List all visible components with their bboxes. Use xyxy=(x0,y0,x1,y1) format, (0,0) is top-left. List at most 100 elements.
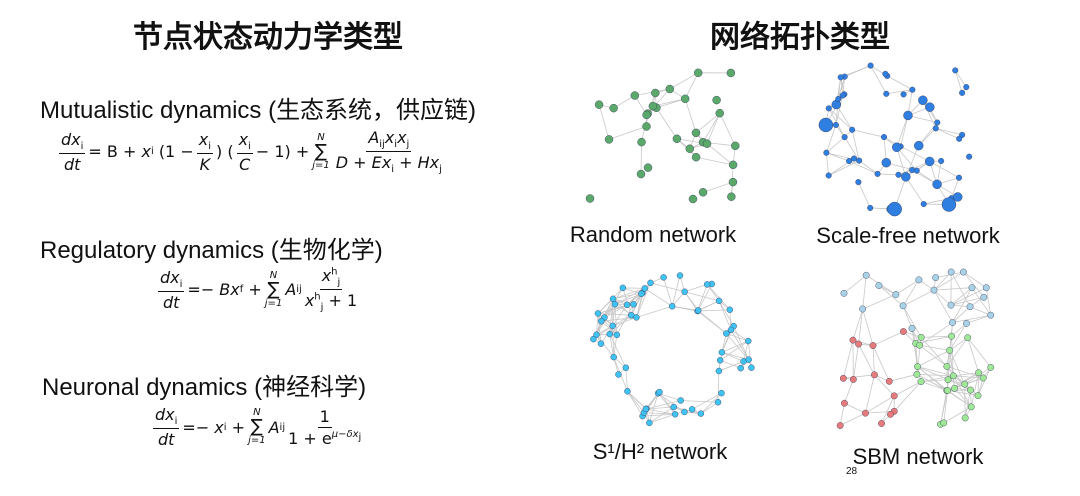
network-edge xyxy=(649,413,676,424)
network-edge xyxy=(967,337,979,373)
network-edge xyxy=(835,104,853,130)
network-node xyxy=(702,139,712,148)
network-edge xyxy=(949,350,966,385)
network-edge xyxy=(616,304,634,336)
s1h2-network-graph xyxy=(590,272,755,427)
network-edge xyxy=(893,381,922,412)
network-edge xyxy=(597,313,632,316)
network-edge xyxy=(916,374,948,391)
network-node xyxy=(585,194,595,203)
network-node xyxy=(900,91,907,98)
network-edge xyxy=(702,181,734,193)
network-node xyxy=(672,134,682,143)
network-edge xyxy=(954,388,972,408)
network-edge xyxy=(825,152,830,176)
network-node xyxy=(887,410,894,418)
network-edge xyxy=(721,333,727,353)
network-node xyxy=(938,157,945,164)
network-edge xyxy=(881,395,895,424)
network-edge xyxy=(612,292,643,300)
network-node xyxy=(846,158,853,165)
network-node xyxy=(974,392,982,399)
network-node xyxy=(728,177,738,187)
network-node xyxy=(671,411,679,418)
network-edge xyxy=(645,400,681,410)
network-node xyxy=(594,310,602,317)
network-node xyxy=(832,121,839,128)
network-edge xyxy=(919,344,948,367)
network-node xyxy=(850,155,857,162)
network-edge xyxy=(878,285,904,307)
network-edge xyxy=(940,390,948,425)
network-edge xyxy=(894,381,922,397)
network-edge xyxy=(896,115,909,148)
network-edge xyxy=(954,70,967,88)
network-node xyxy=(966,303,974,311)
network-node xyxy=(963,84,970,91)
network-node xyxy=(615,371,622,378)
network-edge xyxy=(719,340,749,361)
network-edge xyxy=(672,305,699,311)
network-node xyxy=(669,303,676,310)
network-edge xyxy=(642,413,676,417)
network-node xyxy=(727,192,736,201)
network-node xyxy=(899,302,907,310)
network-edge xyxy=(900,115,909,147)
network-node xyxy=(849,336,857,344)
network-node xyxy=(952,67,959,74)
regulatory-label: Regulatory dynamics (生物化学) xyxy=(40,237,383,264)
network-edge xyxy=(954,70,963,93)
network-node xyxy=(636,169,646,179)
network-edge xyxy=(612,298,634,305)
network-node xyxy=(693,68,703,78)
network-edge xyxy=(852,343,859,380)
network-edge xyxy=(684,284,708,293)
network-edge xyxy=(902,305,922,338)
network-node xyxy=(932,179,942,190)
network-edge xyxy=(656,107,678,139)
network-edge xyxy=(852,308,864,341)
network-edge xyxy=(636,282,651,318)
network-edge xyxy=(622,287,642,295)
network-node xyxy=(718,349,726,356)
network-edge xyxy=(663,277,673,307)
network-edge xyxy=(706,284,731,311)
network-node xyxy=(925,102,935,112)
network-node xyxy=(728,160,738,170)
network-node xyxy=(839,374,847,382)
network-node xyxy=(895,171,902,178)
network-node xyxy=(849,376,857,383)
network-edge xyxy=(684,72,699,99)
network-node xyxy=(967,403,975,411)
network-edge xyxy=(907,115,938,123)
network-node xyxy=(840,289,848,297)
network-node xyxy=(604,135,614,144)
network-node xyxy=(947,301,955,309)
network-edge xyxy=(697,284,708,312)
network-node xyxy=(890,392,898,400)
network-edge xyxy=(691,392,722,410)
network-edge xyxy=(920,337,948,367)
network-edge xyxy=(659,391,676,415)
network-node xyxy=(949,372,957,380)
network-node xyxy=(633,314,640,321)
network-node xyxy=(871,371,878,379)
network-node xyxy=(656,388,663,396)
network-node xyxy=(646,419,653,427)
network-edge xyxy=(872,331,904,346)
right-title: 网络拓扑类型 xyxy=(710,20,890,55)
network-node xyxy=(955,174,962,181)
network-edge xyxy=(598,104,610,140)
network-edge xyxy=(852,339,874,346)
network-edge xyxy=(609,333,615,358)
network-edge xyxy=(706,113,721,144)
network-node xyxy=(964,334,972,342)
network-node xyxy=(716,357,724,364)
network-edge xyxy=(943,390,948,423)
network-edge xyxy=(858,181,871,209)
scale-free-network-graph xyxy=(818,62,973,217)
network-node xyxy=(881,134,888,141)
network-node xyxy=(691,128,701,138)
